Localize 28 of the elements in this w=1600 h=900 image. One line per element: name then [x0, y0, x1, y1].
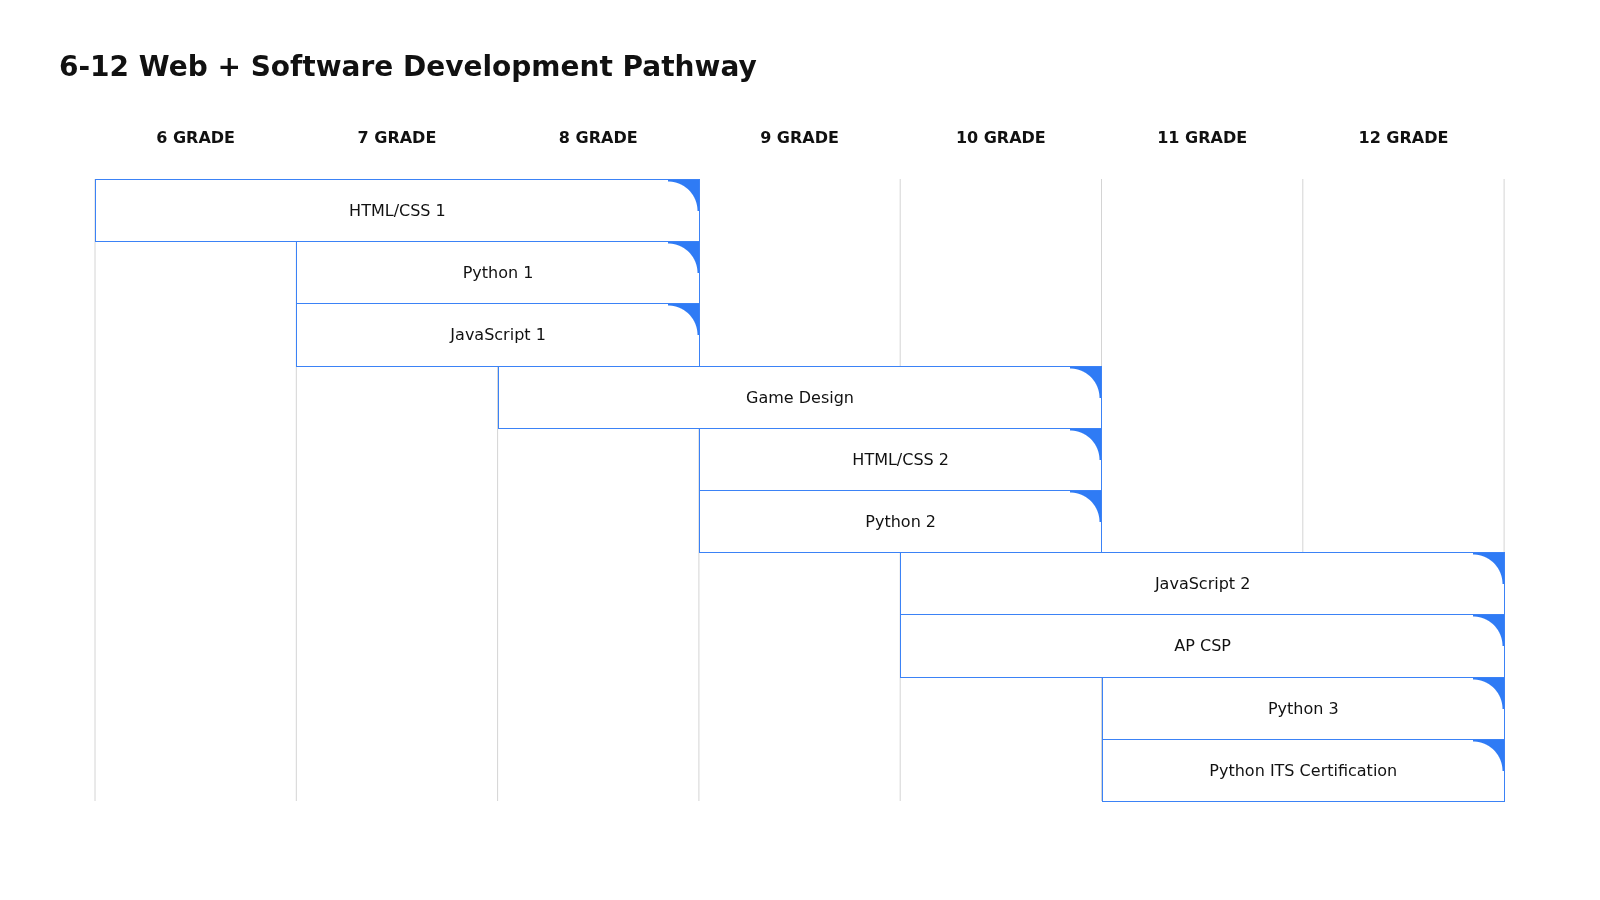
course-name: JavaScript 1 [450, 325, 546, 345]
course-name: Game Design [746, 387, 854, 407]
course-bar [698, 427, 1103, 491]
course-name: HTML/CSS 1 [349, 201, 446, 221]
grade-header: 8 GRADE [557, 128, 639, 147]
course-name: HTML/CSS 2 [852, 449, 949, 469]
course-bar [900, 552, 1506, 616]
course-bar [497, 365, 1103, 429]
course-name: Python 1 [462, 263, 534, 283]
course-name: Python 2 [865, 512, 937, 532]
grade-header: 9 GRADE [759, 128, 840, 147]
course-name: AP CSP [1174, 636, 1231, 656]
course-bar [1101, 676, 1506, 740]
grade-header: 6 GRADE [155, 128, 236, 147]
course-name: Python ITS Certification [1209, 760, 1398, 780]
course-bar [296, 303, 700, 367]
grade-header: 7 GRADE [356, 128, 438, 147]
grade-header: 10 GRADE [954, 128, 1047, 147]
course-bar [900, 614, 1506, 678]
course-bar [1101, 738, 1506, 802]
grade-header: 11 GRADE [1156, 128, 1249, 147]
diagram-title: 6-12 Web + Software Development Pathway [59, 50, 757, 83]
course-bar [296, 241, 700, 305]
course-bar [698, 490, 1103, 554]
course-name: JavaScript 2 [1154, 574, 1251, 594]
grade-header: 12 GRADE [1357, 128, 1450, 147]
course-name: Python 3 [1267, 698, 1339, 718]
course-bar [95, 179, 700, 243]
